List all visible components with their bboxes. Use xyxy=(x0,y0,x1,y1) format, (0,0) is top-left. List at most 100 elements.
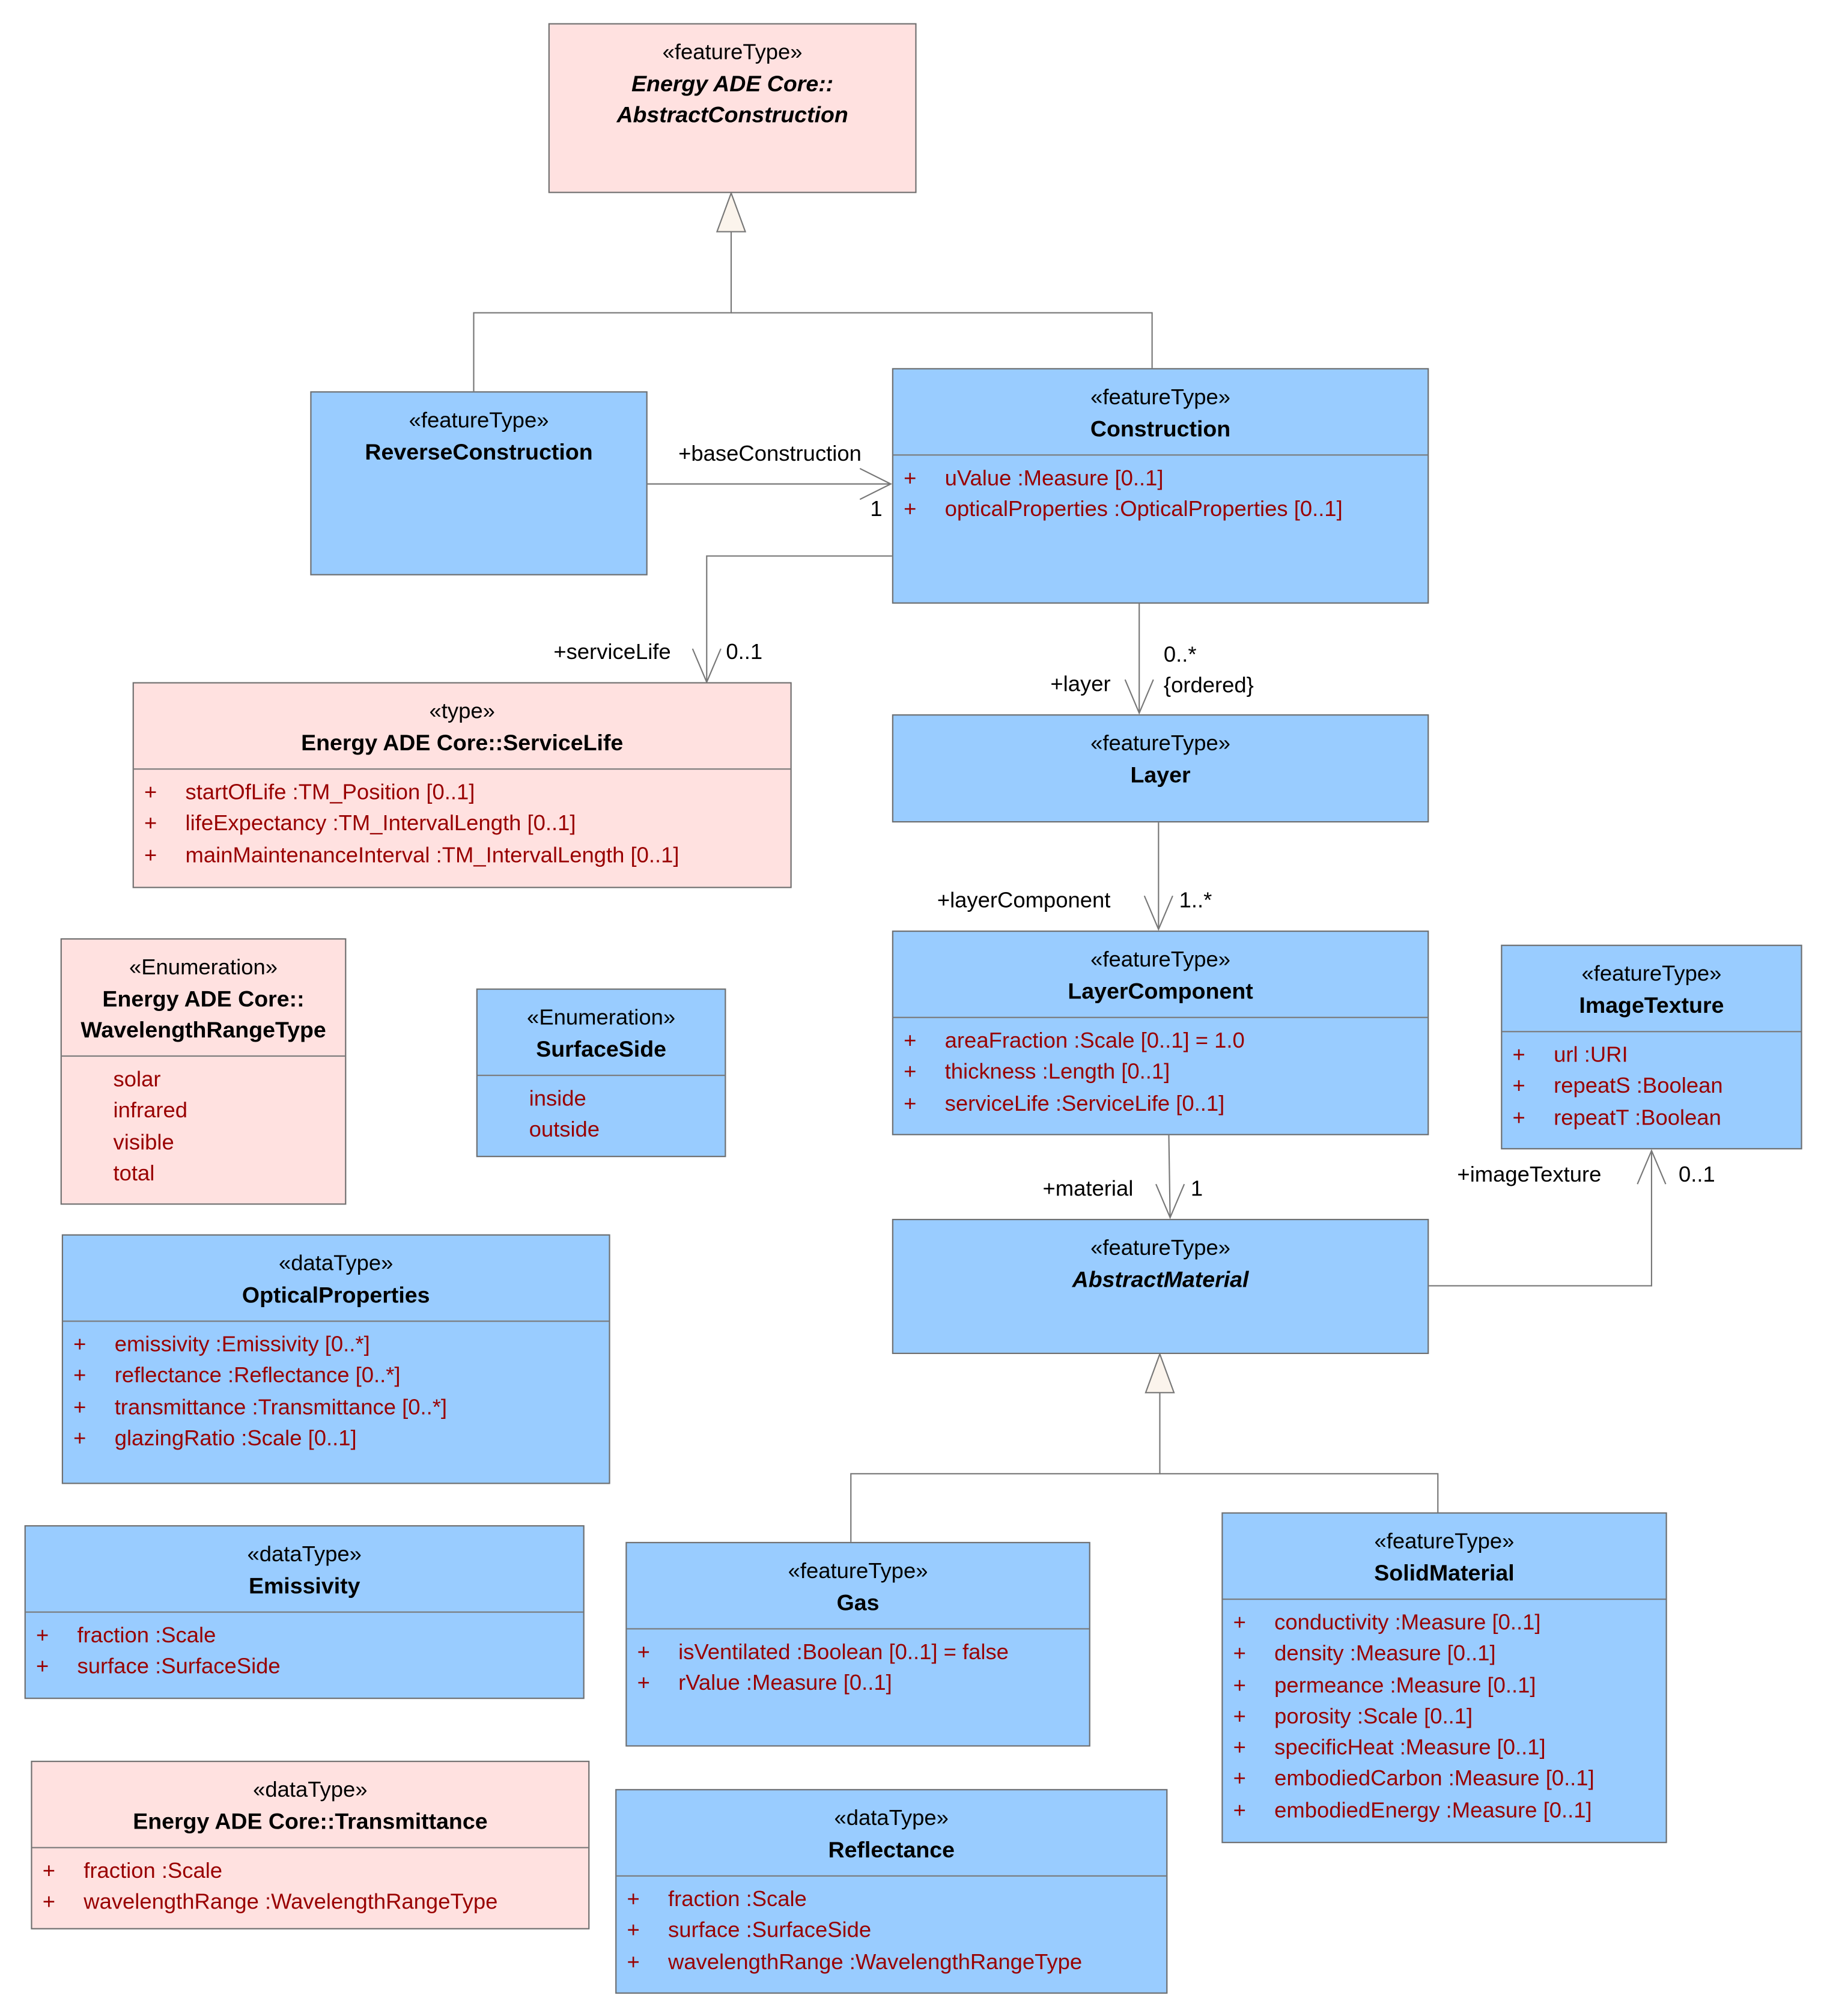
arrowhead-material xyxy=(1155,1183,1185,1219)
attribute-wavelengthrange[interactable]: +wavelengthRange :WavelengthRangeType xyxy=(616,1947,1166,1978)
class-name: SolidMaterial xyxy=(1374,1559,1515,1586)
attribute-lifeexpectancy[interactable]: +lifeExpectancy :TM_IntervalLength [0..1… xyxy=(134,809,791,840)
visibility-public: + xyxy=(73,1425,87,1451)
visibility-public: + xyxy=(35,1654,49,1679)
attribute-specificheat[interactable]: +specificHeat :Measure [0..1] xyxy=(1223,1732,1665,1764)
stereotype-label: «featureType» xyxy=(1374,1529,1515,1554)
attribute-isventilated[interactable]: +isVentilated :Boolean [0..1] = false xyxy=(627,1637,1089,1668)
attribute-startoflife[interactable]: +startOfLife :TM_Position [0..1] xyxy=(134,777,791,809)
class-solid-material[interactable]: «featureType» SolidMaterial +conductivit… xyxy=(1221,1512,1667,1844)
visibility-public: + xyxy=(1233,1735,1246,1760)
class-optical-properties[interactable]: «dataType» OpticalProperties +emissivity… xyxy=(61,1234,610,1484)
visibility-public: + xyxy=(1233,1641,1246,1666)
class-abstract-construction[interactable]: «featureType» Energy ADE Core:: Abstract… xyxy=(548,23,917,193)
attribute-repeatt[interactable]: +repeatT :Boolean xyxy=(1502,1102,1801,1134)
attribute-wavelengthrange[interactable]: +wavelengthRange :WavelengthRangeType xyxy=(32,1887,589,1919)
class-reverse-construction[interactable]: «featureType» ReverseConstruction xyxy=(310,391,648,575)
enum-literal[interactable]: outside xyxy=(529,1117,600,1143)
attribute-emissivity[interactable]: +emissivity :Emissivity [0..*] xyxy=(63,1329,609,1361)
class-name-line1: Energy ADE Core:: xyxy=(102,986,305,1012)
class-abstract-material[interactable]: «featureType» AbstractMaterial xyxy=(892,1219,1429,1355)
role-label-layercomponent: +layerComponent xyxy=(937,888,1111,913)
multiplicity-label-imagetexture: 0..1 xyxy=(1678,1162,1715,1187)
class-name: LayerComponent xyxy=(1068,978,1253,1004)
class-construction[interactable]: «featureType» Construction +uValue :Meas… xyxy=(892,368,1429,604)
class-name: ImageTexture xyxy=(1579,992,1724,1018)
visibility-public: + xyxy=(35,1623,49,1648)
stereotype-label: «type» xyxy=(429,699,495,724)
attribute-compartment: +areaFraction :Scale [0..1] = 1.0 + thick… xyxy=(893,1016,1428,1120)
enum-literal[interactable]: inside xyxy=(529,1086,586,1111)
enum-literal[interactable]: solar xyxy=(113,1067,161,1091)
class-header: «featureType» LayerComponent xyxy=(893,932,1427,1016)
attribute-servicelife[interactable]: +serviceLife :ServiceLife [0..1] xyxy=(893,1088,1427,1120)
attribute-text: porosity :Scale [0..1] xyxy=(1274,1704,1473,1729)
attribute-fraction[interactable]: +fraction :Scale xyxy=(616,1884,1166,1916)
visibility-public: + xyxy=(42,1858,55,1883)
attribute-text: repeatT :Boolean xyxy=(1554,1105,1721,1130)
attribute-density[interactable]: +density :Measure [0..1] xyxy=(1223,1639,1665,1670)
constraint-label-layer: {ordered} xyxy=(1163,673,1254,698)
class-name: Energy ADE Core::ServiceLife xyxy=(301,729,624,756)
stereotype-label: «dataType» xyxy=(279,1251,394,1276)
attribute-url[interactable]: +url :URI xyxy=(1502,1040,1801,1071)
attribute-rvalue[interactable]: +rValue :Measure [0..1] xyxy=(627,1668,1089,1699)
attribute-text: areaFraction :Scale [0..1] = 1.0 xyxy=(944,1028,1245,1053)
class-header: «featureType» ReverseConstruction xyxy=(312,392,646,477)
attribute-opticalproperties[interactable]: +opticalProperties :OpticalProperties [0… xyxy=(893,494,1427,526)
attribute-uvalue[interactable]: +uValue :Measure [0..1] xyxy=(893,463,1427,494)
visibility-public: + xyxy=(73,1332,87,1357)
attribute-fraction[interactable]: + fraction :Scale xyxy=(26,1621,583,1652)
enum-wavelength-range-type[interactable]: «Enumeration» Energy ADE Core:: Waveleng… xyxy=(60,938,347,1205)
attribute-compartment: +fraction :Scale +surface :SurfaceSide +… xyxy=(616,1875,1167,1978)
attribute-repeats[interactable]: +repeatS :Boolean xyxy=(1502,1071,1801,1102)
generalization-reverseconstruction xyxy=(473,231,732,392)
attribute-embodiedcarbon[interactable]: +embodiedCarbon :Measure [0..1] xyxy=(1223,1764,1665,1795)
enum-surface-side[interactable]: «Enumeration» SurfaceSide inside outside xyxy=(476,988,726,1158)
class-service-life[interactable]: «type» Energy ADE Core::ServiceLife +sta… xyxy=(132,682,792,888)
attribute-compartment: +emissivity :Emissivity [0..*] +reflecta… xyxy=(62,1320,609,1454)
visibility-public: + xyxy=(144,842,157,867)
attribute-surface[interactable]: +surface :SurfaceSide xyxy=(616,1916,1166,1947)
enum-literal[interactable]: visible xyxy=(113,1129,174,1155)
attribute-conductivity[interactable]: +conductivity :Measure [0..1] xyxy=(1223,1608,1665,1639)
class-name: Emissivity xyxy=(248,1573,360,1599)
attribute-reflectance[interactable]: +reflectance :Reflectance [0..*] xyxy=(63,1361,609,1392)
stereotype-label: «featureType» xyxy=(409,408,549,433)
class-header: «featureType» Layer xyxy=(893,715,1427,800)
attribute-text: uValue :Measure [0..1] xyxy=(944,466,1164,491)
class-emissivity[interactable]: «dataType» Emissivity +fraction :Scale +… xyxy=(24,1525,585,1699)
class-header: «featureType» ImageTexture xyxy=(1502,946,1801,1031)
class-layer-component[interactable]: «featureType» LayerComponent +areaFracti… xyxy=(892,931,1429,1135)
attribute-permeance[interactable]: +permeance :Measure [0..1] xyxy=(1223,1670,1665,1701)
attribute-text: rValue :Measure [0..1] xyxy=(678,1671,892,1696)
class-header: «type» Energy ADE Core::ServiceLife xyxy=(134,684,791,768)
enum-literal[interactable]: infrared xyxy=(113,1098,188,1123)
attribute-text: fraction :Scale xyxy=(77,1623,216,1648)
class-image-texture[interactable]: «featureType» ImageTexture +url :URI +re… xyxy=(1501,944,1802,1150)
visibility-public: + xyxy=(627,1949,640,1974)
attribute-areafraction[interactable]: +areaFraction :Scale [0..1] = 1.0 xyxy=(893,1026,1427,1057)
attribute-compartment: +uValue :Measure [0..1] +opticalProperti… xyxy=(893,454,1428,526)
class-layer[interactable]: «featureType» Layer xyxy=(892,714,1429,823)
attribute-glazingratio[interactable]: +glazingRatio :Scale [0..1] xyxy=(63,1423,609,1454)
class-transmittance[interactable]: «dataType» Energy ADE Core::Transmittanc… xyxy=(31,1761,590,1929)
class-name: Layer xyxy=(1130,762,1191,788)
attribute-fraction[interactable]: +fraction :Scale xyxy=(32,1856,589,1887)
attribute-text: repeatS :Boolean xyxy=(1554,1073,1723,1099)
attribute-mainmaintenanceinterval[interactable]: +mainMaintenanceInterval :TM_IntervalLen… xyxy=(134,840,791,871)
attribute-porosity[interactable]: +porosity :Scale [0..1] xyxy=(1223,1701,1665,1732)
attribute-surface[interactable]: +surface :SurfaceSide xyxy=(26,1652,583,1683)
generalization-arrowhead-abstractmaterial xyxy=(1145,1352,1175,1394)
arrowhead-imagetexture xyxy=(1637,1149,1667,1185)
attribute-transmittance[interactable]: +transmittance :Transmittance [0..*] xyxy=(63,1392,609,1423)
class-gas[interactable]: «featureType» Gas +isVentilated :Boolean… xyxy=(625,1541,1090,1747)
attribute-thickness[interactable]: + thickness :Length [0..1] xyxy=(893,1057,1427,1088)
attribute-text: thickness :Length [0..1] xyxy=(944,1059,1170,1084)
visibility-public: + xyxy=(904,1059,917,1084)
class-reflectance[interactable]: «dataType» Reflectance +fraction :Scale … xyxy=(615,1789,1168,1994)
visibility-public: + xyxy=(144,811,157,836)
enum-literal[interactable]: total xyxy=(113,1161,155,1186)
role-label-servicelife: +serviceLife xyxy=(553,639,671,664)
attribute-embodiedenergy[interactable]: +embodiedEnergy :Measure [0..1] xyxy=(1223,1795,1665,1826)
